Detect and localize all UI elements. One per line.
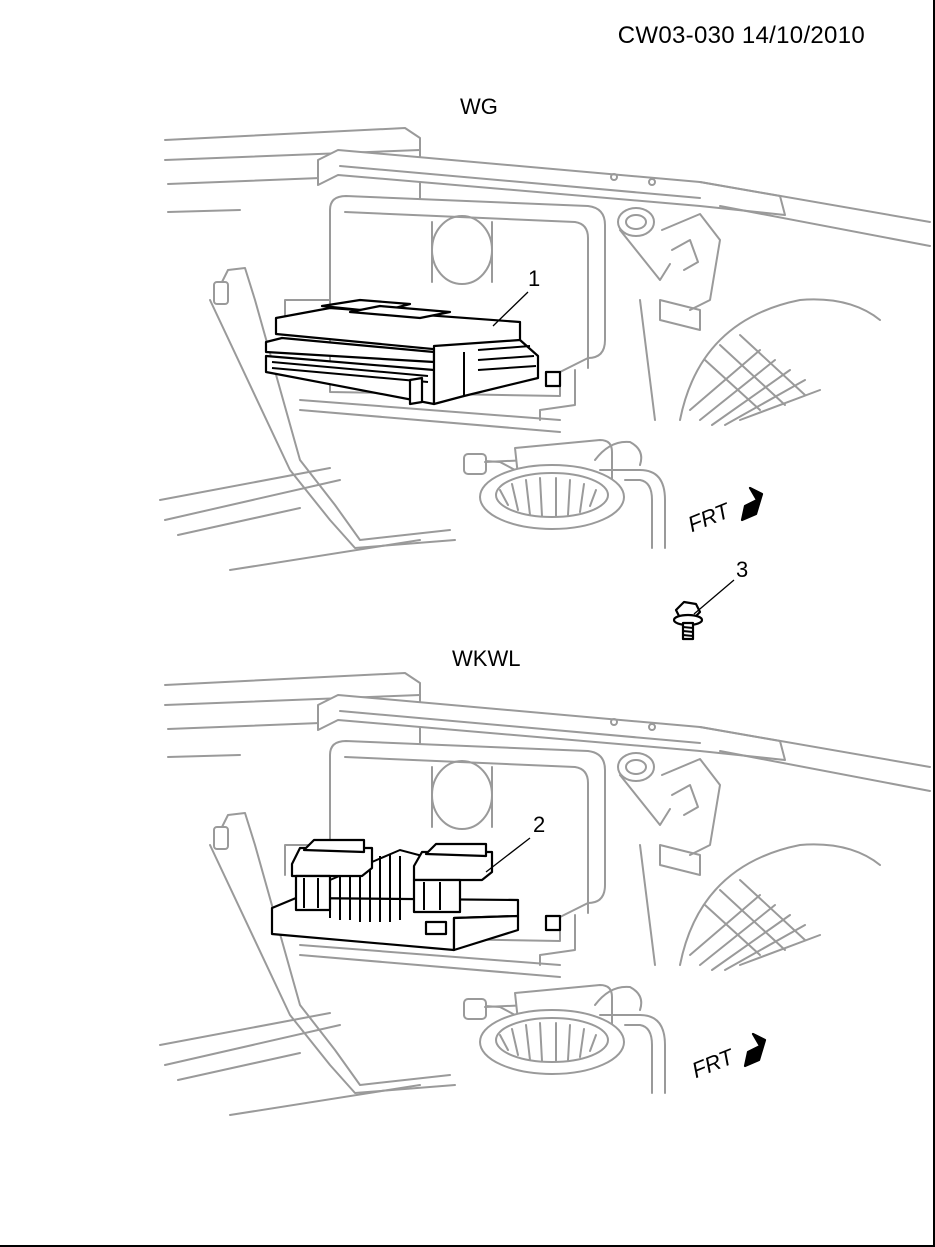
leader-line-3 xyxy=(693,579,735,615)
callout-1: 1 xyxy=(528,266,541,291)
ecm-module-1 xyxy=(264,298,562,406)
view-wg-illustration xyxy=(159,127,931,571)
view-wkwl-illustration xyxy=(159,672,931,1116)
front-direction-arrow-icon xyxy=(740,486,764,522)
ecm-module-2 xyxy=(270,838,562,952)
callout-2: 2 xyxy=(533,812,546,837)
view-label-wg: WG xyxy=(460,94,498,119)
bolt-fastener-3 xyxy=(672,600,704,641)
view-label-wkwl: WKWL xyxy=(452,646,521,671)
front-direction-arrow-icon xyxy=(743,1032,767,1068)
document-reference: CW03-030 14/10/2010 xyxy=(617,22,865,49)
leader-line-2 xyxy=(485,837,531,873)
leader-line-1 xyxy=(492,291,529,327)
callout-3: 3 xyxy=(736,557,749,582)
